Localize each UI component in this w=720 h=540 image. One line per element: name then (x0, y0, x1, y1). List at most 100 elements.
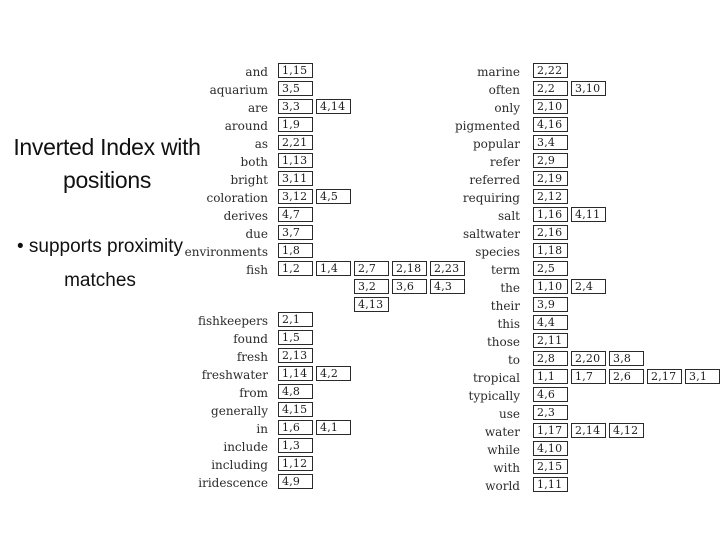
postings-list: 2,12 (533, 189, 571, 204)
term-label: while (487, 443, 520, 457)
posting-box: 1,1 (533, 369, 568, 384)
posting-box: 3,2 (354, 279, 389, 294)
term-label: with (493, 461, 520, 475)
slide-title: Inverted Index with positions (13, 134, 201, 193)
postings-list: 2,3 (533, 405, 571, 420)
posting-group: 2,4 (571, 279, 606, 294)
posting-group: 3,5 (278, 81, 313, 96)
posting-group: 4,11 (571, 207, 606, 222)
term-label: typically (468, 389, 520, 403)
term-label: refer (489, 155, 520, 169)
posting-group: 2,17 (647, 369, 682, 384)
posting-group: 4,1 (316, 420, 351, 435)
posting-group: 1,8 (278, 243, 313, 258)
posting-group: 1,11 (533, 477, 568, 492)
bullet-supports-proximity: • supports proximity matches (16, 236, 184, 291)
postings-list: 2,1 (278, 312, 316, 327)
posting-group: 3,12 (278, 189, 313, 204)
posting-group: 3,1 (685, 369, 720, 384)
index-row: aquarium 3,5 (170, 81, 468, 99)
posting-box: 1,10 (533, 279, 568, 294)
term-label: aquarium (209, 83, 268, 97)
posting-box: 4,10 (533, 441, 568, 456)
posting-box: 3,7 (278, 225, 313, 240)
posting-box: 2,16 (533, 225, 568, 240)
index-row: referred 2,19 (442, 171, 720, 189)
term-label: referred (469, 173, 520, 187)
posting-box: 3,9 (533, 297, 568, 312)
posting-box: 2,12 (533, 189, 568, 204)
posting-box: 1,14 (278, 366, 313, 381)
posting-box: 4,11 (571, 207, 606, 222)
posting-group: 1,13 (278, 153, 313, 168)
posting-box: 3,8 (609, 351, 644, 366)
posting-group: 2,15 (533, 459, 568, 474)
postings-list: 3,11 (278, 171, 316, 186)
posting-box: 2,17 (647, 369, 682, 384)
postings-list: 4,9 (278, 474, 316, 489)
postings-list: 1,12 (278, 456, 316, 471)
posting-group: 2,11 (533, 333, 568, 348)
term-label: as (254, 137, 268, 151)
index-row: while 4,10 (442, 441, 720, 459)
posting-group: 4,5 (316, 189, 351, 204)
posting-box: 1,13 (278, 153, 313, 168)
postings-list: 4,4 (533, 315, 571, 330)
posting-box: 3,10 (571, 81, 606, 96)
posting-group: 2,3 (533, 405, 568, 420)
index-row: fresh 2,13 (170, 348, 468, 366)
term-label: in (256, 422, 268, 436)
postings-list: 1,9 (278, 117, 316, 132)
term-label: pigmented (454, 119, 520, 133)
postings-list: 2,19 (533, 171, 571, 186)
posting-box: 1,3 (278, 438, 313, 453)
posting-group: 1,15 (278, 63, 313, 78)
posting-group: 2,9 (533, 153, 568, 168)
posting-box: 1,7 (571, 369, 606, 384)
postings-list: 1,11 (533, 477, 571, 492)
term-label: generally (211, 404, 268, 418)
posting-box: 1,12 (278, 456, 313, 471)
postings-list: 4,8 (278, 384, 316, 399)
posting-box: 1,18 (533, 243, 568, 258)
posting-group: 1,12 (278, 456, 313, 471)
posting-group: 2,1 (278, 312, 313, 327)
posting-group: 3,10 (571, 81, 606, 96)
posting-box: 2,10 (533, 99, 568, 114)
posting-box: 2,3 (533, 405, 568, 420)
posting-box: 1,4 (316, 261, 351, 276)
posting-group: 2,13 (278, 348, 313, 363)
posting-group: 2,2 (533, 81, 568, 96)
term-label: include (223, 440, 268, 454)
posting-group: 1,4 (316, 261, 351, 276)
postings-list: 2,21 (278, 135, 316, 150)
posting-group: 1,14 (278, 366, 313, 381)
posting-group: 4,8 (278, 384, 313, 399)
posting-group: 3,9 (533, 297, 568, 312)
posting-box: 4,2 (316, 366, 351, 381)
posting-box: 3,1 (685, 369, 720, 384)
posting-box: 1,9 (278, 117, 313, 132)
term-label: fresh (236, 350, 268, 364)
postings-list: 2,13 (278, 348, 316, 363)
posting-box: 4,5 (316, 189, 351, 204)
posting-group: 4,15 (278, 402, 313, 417)
posting-group: 4,7 (278, 207, 313, 222)
posting-box: 2,14 (571, 423, 606, 438)
